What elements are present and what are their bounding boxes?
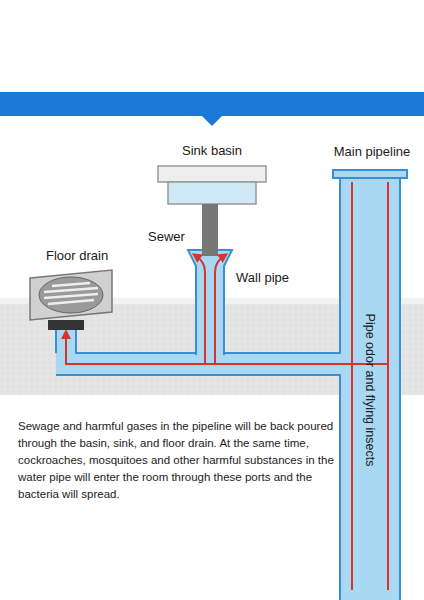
- sink-basin: [158, 166, 266, 182]
- header-notch: [202, 116, 222, 126]
- pipe-flange: [333, 170, 407, 178]
- part-label: Wall pipe: [236, 270, 289, 286]
- sewer-pipe: [202, 204, 218, 256]
- part-label: Sewer: [148, 229, 185, 245]
- part-label: Floor drain: [46, 248, 108, 264]
- wall-pipe: [188, 250, 232, 354]
- main-pipe: [340, 176, 400, 600]
- drain-body: [48, 320, 84, 330]
- note-text: Sewage and harmful gases in the pipeline…: [18, 418, 336, 503]
- header-bar: [0, 92, 424, 116]
- part-label: Main pipeline: [334, 144, 411, 160]
- floor-drain: [30, 270, 112, 320]
- vertical-label: Pipe odor and flying insects: [362, 314, 378, 467]
- basin-water: [168, 182, 256, 204]
- flow-lines: [66, 182, 388, 590]
- drain-grate: [44, 283, 98, 304]
- part-label: Sink basin: [182, 143, 242, 159]
